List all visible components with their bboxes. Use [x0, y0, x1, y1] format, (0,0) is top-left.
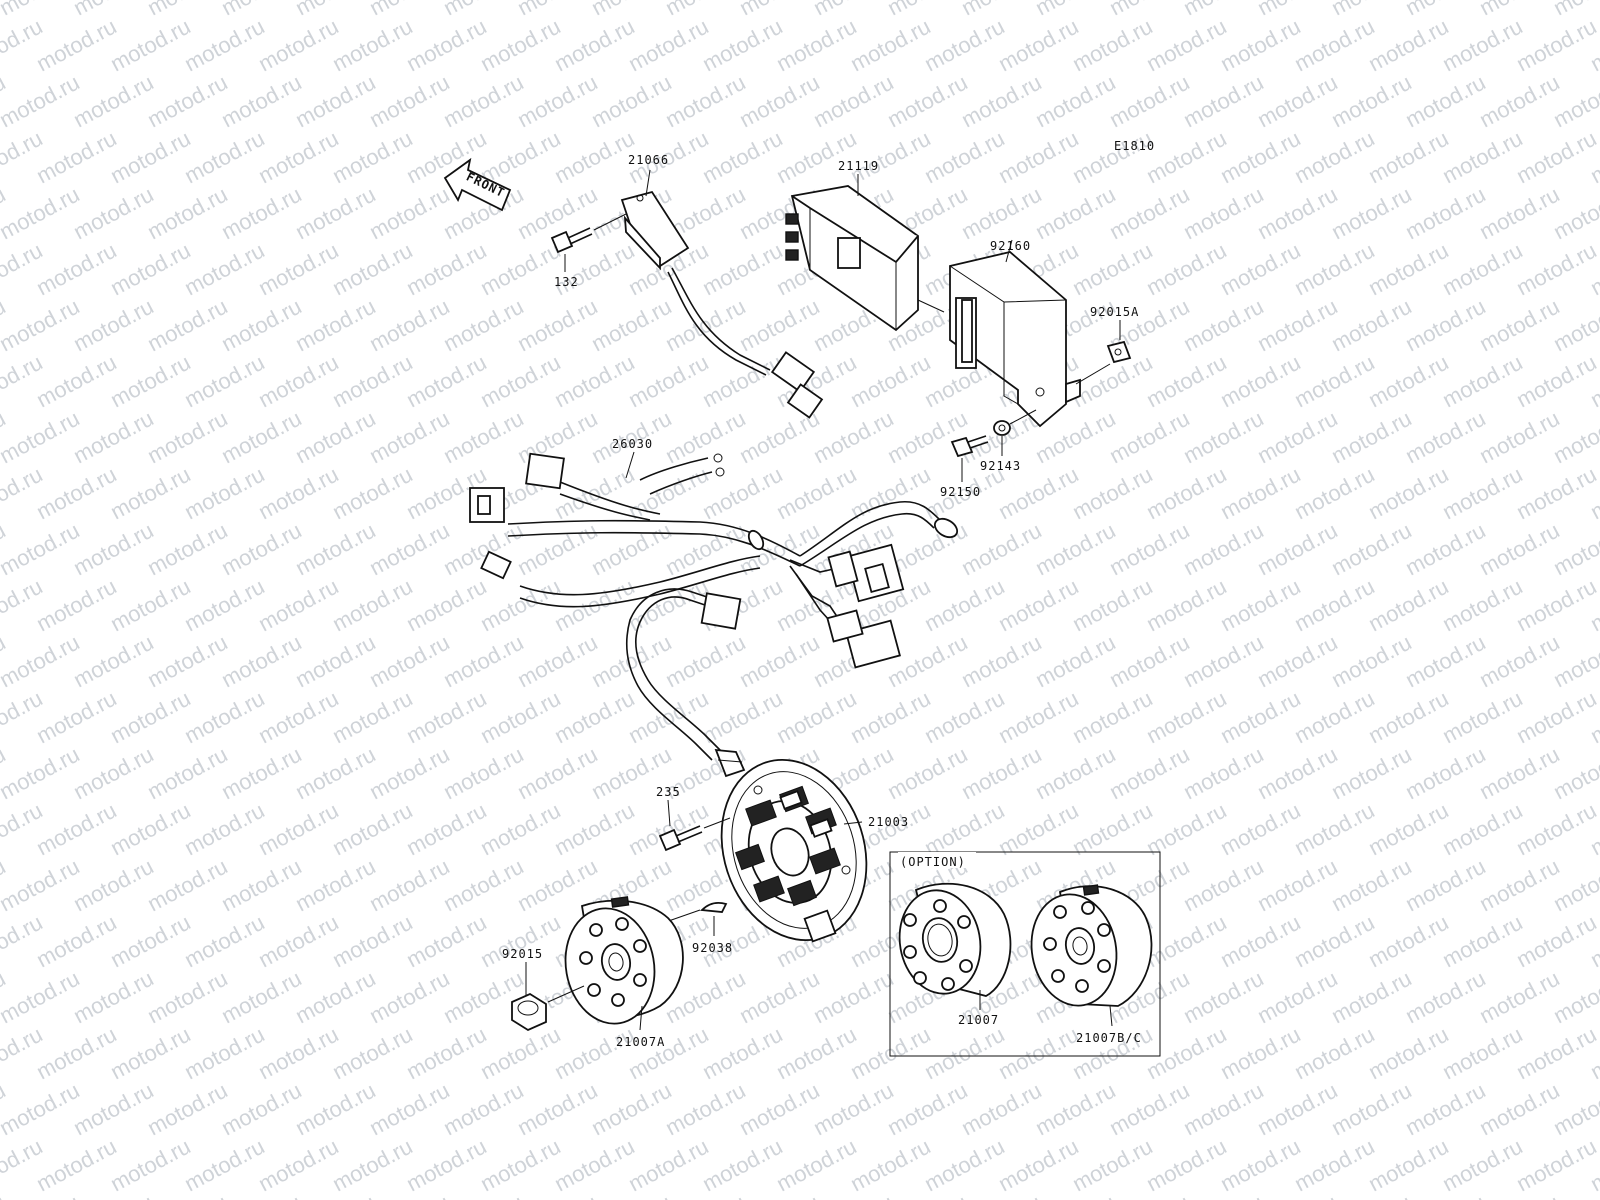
label-21066: 21066: [628, 153, 669, 167]
option-label: (OPTION): [900, 855, 966, 869]
leader-235: [667, 799, 671, 827]
label-235: 235: [656, 785, 681, 799]
part-21003-stator: [720, 758, 868, 943]
part-21007BC-flywheel: [1030, 884, 1153, 1007]
leader-26030: [625, 451, 635, 479]
part-21066-regulator: [620, 190, 824, 419]
label-92150: 92150: [940, 485, 981, 499]
label-92015: 92015: [502, 947, 543, 961]
part-21119-cdi-unit: [785, 185, 919, 332]
part-235-screw: [658, 817, 731, 852]
part-132-bolt: [550, 213, 627, 254]
diagram-code: E1810: [1114, 139, 1155, 153]
leader-21007BC: [1109, 1005, 1113, 1027]
leader-21119-to-92160: [917, 299, 945, 313]
label-21007: 21007: [958, 1013, 999, 1027]
leader-21003: [843, 821, 863, 825]
front-arrow-icon: FRONT: [443, 157, 512, 212]
label-92160: 92160: [990, 239, 1031, 253]
label-92015A: 92015A: [1090, 305, 1139, 319]
part-92160-bracket: [949, 251, 1081, 428]
part-92150-bolt: [950, 435, 989, 458]
label-92143: 92143: [980, 459, 1021, 473]
part-21007-flywheel: [898, 882, 1012, 997]
label-21007BC: 21007B/C: [1076, 1031, 1142, 1045]
label-21003: 21003: [868, 815, 909, 829]
label-21007A: 21007A: [616, 1035, 665, 1049]
leader-92160: [1005, 239, 1013, 263]
part-92143-collar: [993, 409, 1037, 436]
leader-21007A: [639, 1005, 643, 1031]
part-21007A-flywheel: [564, 896, 684, 1025]
part-stator-lead-wire: [625, 588, 746, 778]
label-26030: 26030: [612, 437, 653, 451]
part-26030-wiring-harness: [469, 452, 959, 669]
part-92015-nut: [511, 985, 585, 1032]
leader-21066: [645, 169, 651, 197]
label-92038: 92038: [692, 941, 733, 955]
option-box: (OPTION): [889, 851, 1161, 1057]
label-21119: 21119: [838, 159, 879, 173]
part-92015A-clip: [1075, 340, 1132, 385]
label-132: 132: [554, 275, 579, 289]
